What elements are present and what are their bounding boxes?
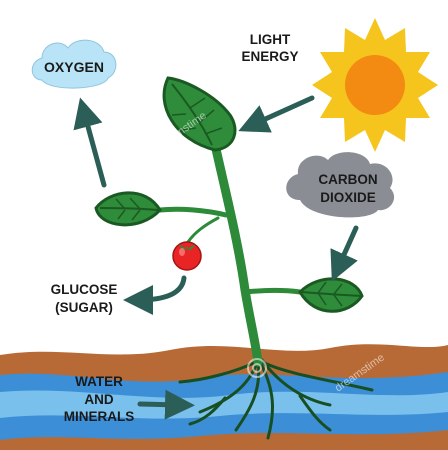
water-minerals-label: WATER AND MINERALS [56,373,142,426]
water-highlight [0,390,448,419]
tomato-fruit [172,241,202,271]
arrow-co2-to-leaf [330,225,359,282]
water-line1: WATER [75,374,123,389]
light-energy-line1: LIGHT [249,32,291,47]
oxygen-cloud [31,39,117,89]
leaf-top [162,76,237,152]
carbon-dioxide-line1: CARBON [318,172,378,187]
arrow-water-to-roots [137,389,195,420]
light-energy-label: LIGHT ENERGY [228,32,312,66]
arrows [73,95,359,420]
oxygen-label: OXYGEN [44,59,104,75]
leaf-right [298,277,364,313]
sun [312,18,438,152]
water-line2: AND [84,391,114,407]
glucose-line1: GLUCOSE [50,282,118,297]
glucose-label: GLUCOSE (SUGAR) [40,281,128,316]
carbon-dioxide-label: CARBON DIOXIDE [304,171,392,206]
watermark-text-3: dreamstime [257,236,311,279]
carbon-dioxide-cloud [286,152,395,218]
arrow-tomato-to-glucose [123,275,187,315]
glucose-line2: (SUGAR) [55,299,113,315]
water-line3: MINERALS [63,409,135,425]
arrow-leaf-to-oxygen [73,97,107,188]
leaf-left [94,191,162,227]
carbon-dioxide-line2: DIOXIDE [320,189,376,205]
roots [178,358,374,440]
arrow-light-to-leaf [238,95,315,133]
stem [157,135,303,367]
light-energy-line2: ENERGY [241,48,299,64]
